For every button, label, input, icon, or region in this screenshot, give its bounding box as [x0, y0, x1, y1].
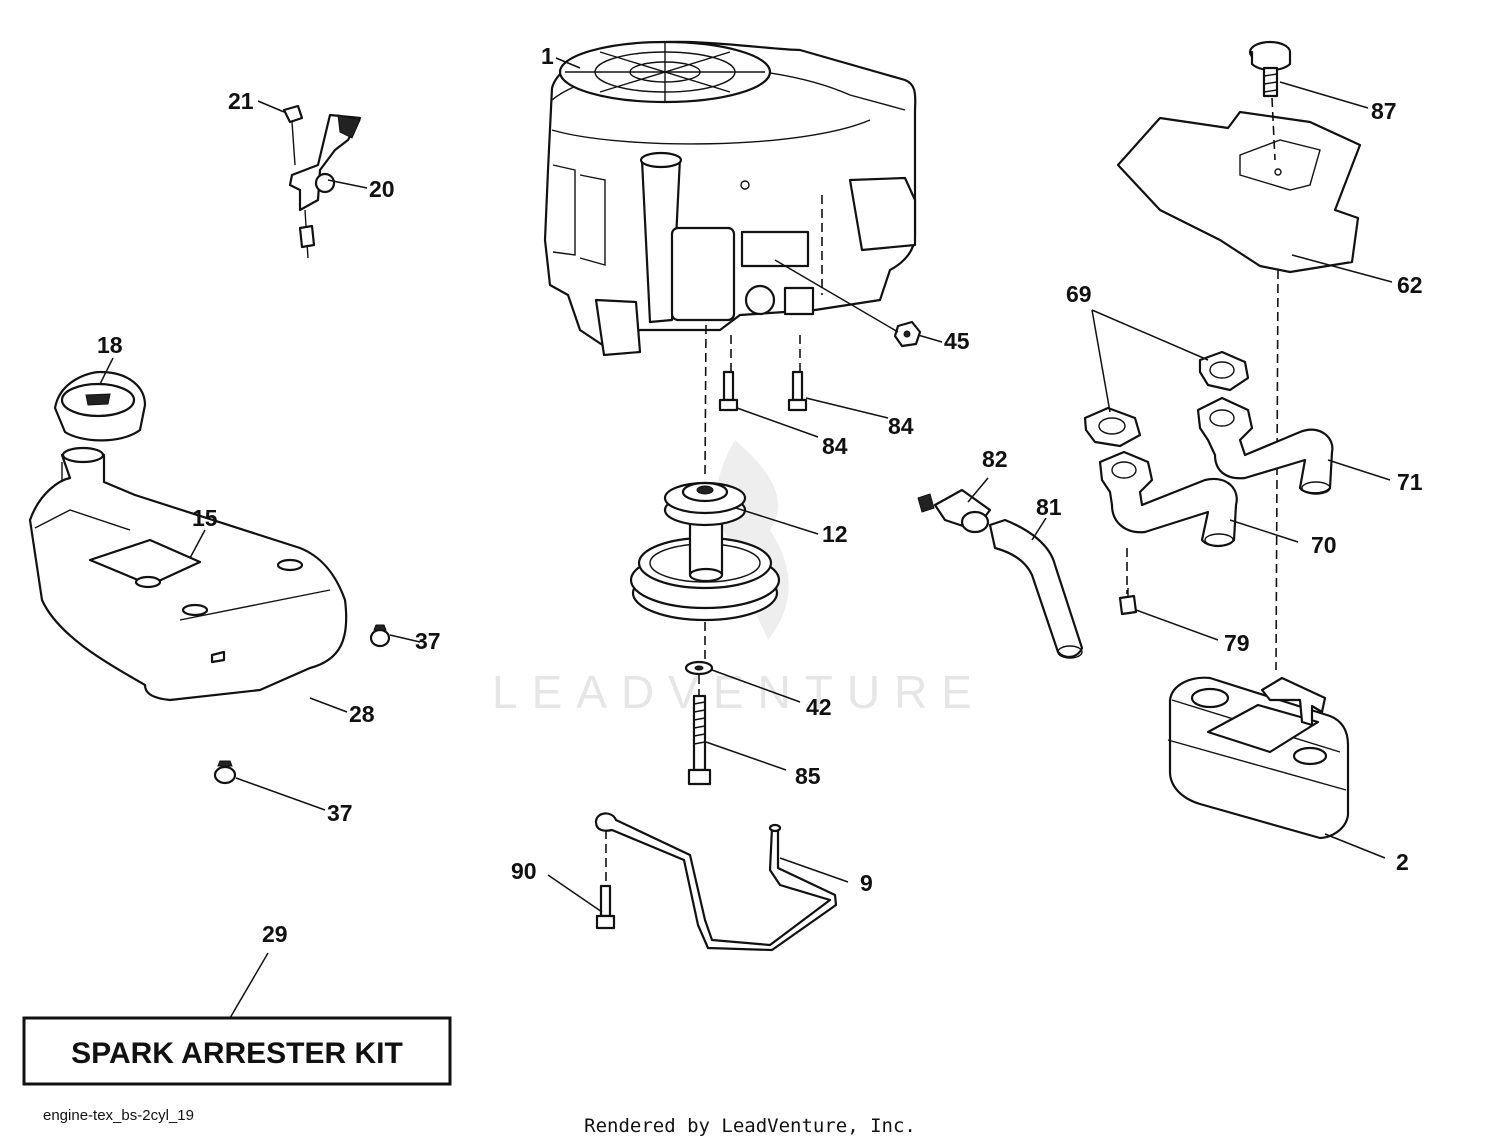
callout-81: 81 — [1036, 494, 1062, 520]
washer[interactable] — [684, 660, 714, 676]
callout-37-lower: 37 — [327, 800, 353, 826]
callout-1: 1 — [541, 43, 554, 69]
callout-71: 71 — [1397, 469, 1423, 495]
exhaust-pipe-71[interactable] — [1196, 396, 1334, 495]
breather-hose[interactable] — [988, 518, 1084, 659]
spark-arrester-kit-label: SPARK ARRESTER KIT — [71, 1037, 403, 1070]
callout-69: 69 — [1066, 281, 1092, 307]
callout-87: 87 — [1371, 98, 1397, 124]
callout-15: 15 — [192, 505, 218, 531]
engine[interactable] — [543, 40, 917, 357]
nut-45[interactable] — [893, 320, 922, 348]
support-rod[interactable] — [594, 812, 838, 952]
callout-42: 42 — [806, 694, 832, 720]
breather-fitting[interactable] — [917, 488, 992, 534]
callout-85: 85 — [795, 763, 821, 789]
callout-84-upper: 84 — [888, 413, 914, 439]
engine-bolt-left[interactable] — [718, 370, 739, 412]
drawing-id: engine-tex_bs-2cyl_19 — [43, 1107, 194, 1124]
throttle-control[interactable] — [288, 113, 362, 259]
callout-9: 9 — [860, 870, 873, 896]
fuel-line[interactable] — [230, 645, 382, 772]
leader-lines — [99, 57, 1393, 1019]
callout-2: 2 — [1396, 849, 1409, 875]
callout-labels: 1 2 9 12 15 18 20 21 28 29 37 37 42 45 6… — [97, 43, 1423, 947]
muffler-bolt[interactable] — [1118, 588, 1138, 616]
spark-arrester-kit[interactable]: SPARK ARRESTER KIT — [22, 1016, 452, 1086]
callout-70: 70 — [1311, 532, 1337, 558]
heat-shield[interactable] — [1116, 110, 1362, 274]
callout-12: 12 — [822, 521, 848, 547]
engine-bolt-right[interactable] — [787, 370, 808, 412]
hose-clamp-upper[interactable] — [369, 624, 391, 648]
callout-21: 21 — [228, 88, 254, 114]
callout-29: 29 — [262, 921, 288, 947]
callout-84-lower: 84 — [822, 433, 848, 459]
exhaust-pipe-70[interactable] — [1098, 450, 1238, 548]
rod-bolt[interactable] — [595, 884, 616, 930]
fuel-tank[interactable] — [28, 446, 348, 702]
gasket-lower[interactable] — [1083, 406, 1142, 448]
callout-82: 82 — [982, 446, 1008, 472]
callout-18: 18 — [97, 332, 123, 358]
gasket-upper[interactable] — [1198, 350, 1250, 392]
rendered-by: Rendered by LeadVenture, Inc. — [584, 1115, 916, 1137]
pulley-bolt[interactable] — [687, 694, 712, 786]
callout-20: 20 — [369, 176, 395, 202]
callout-45: 45 — [944, 328, 970, 354]
callout-37-upper: 37 — [415, 628, 441, 654]
hose-clamp-lower[interactable] — [213, 760, 237, 785]
callout-90: 90 — [511, 858, 537, 884]
engine-grille — [565, 42, 765, 102]
callout-28: 28 — [349, 701, 375, 727]
muffler[interactable] — [1167, 676, 1350, 840]
watermark-text: LEADVENTURE — [492, 666, 986, 718]
bolt-21[interactable] — [282, 104, 304, 166]
fuel-cap[interactable] — [53, 370, 147, 442]
callout-62: 62 — [1397, 272, 1423, 298]
callout-79: 79 — [1224, 630, 1250, 656]
pulley[interactable] — [629, 481, 781, 622]
shield-knob[interactable] — [1248, 40, 1292, 98]
